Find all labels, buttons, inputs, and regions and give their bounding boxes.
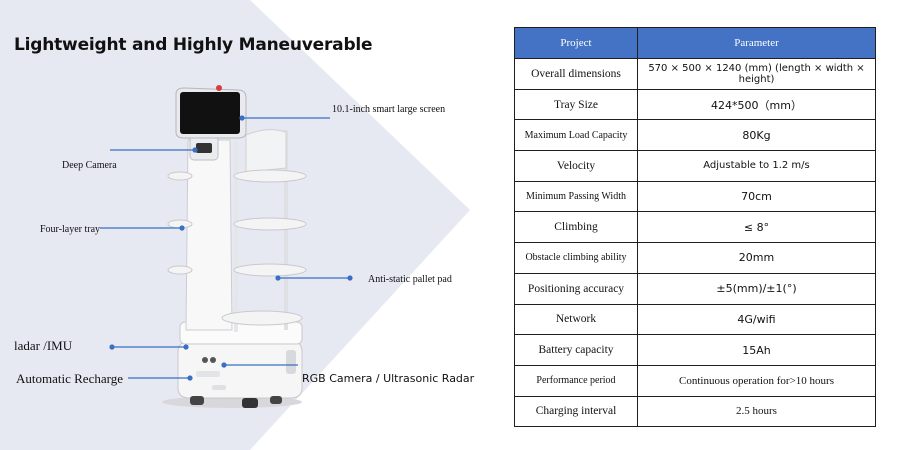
row-key: Network [514, 303, 638, 336]
row-key: Velocity [514, 150, 638, 182]
row-value: 80Kg [637, 119, 876, 152]
spec-table: Project Parameter Overall dimensions 570… [514, 27, 876, 428]
row-key: Tray Size [514, 88, 638, 121]
callout-pad: Anti-static pallet pad [368, 274, 452, 285]
row-value: ±5(mm)/±1(°) [637, 272, 876, 305]
row-value: Adjustable to 1.2 m/s [637, 150, 876, 182]
row-key: Battery capacity [514, 334, 638, 366]
row-value: 570 × 500 × 1240 (mm) (length × width × … [637, 58, 876, 90]
row-value: 20mm [637, 242, 876, 274]
callout-camera: Deep Camera [62, 160, 117, 171]
callout-rgb: RGB Camera / Ultrasonic Radar [302, 372, 475, 385]
table-row: Network 4G/wifi [514, 303, 876, 336]
row-value: Continuous operation for>10 hours [637, 364, 876, 397]
table-row: Velocity Adjustable to 1.2 m/s [514, 150, 876, 182]
page-title: Lightweight and Highly Maneuverable [14, 35, 373, 55]
table-row: Charging interval 2.5 hours [514, 395, 876, 428]
callout-screen: 10.1-inch smart large screen [332, 104, 446, 115]
row-key: Positioning accuracy [514, 272, 638, 305]
row-key: Obstacle climbing ability [514, 242, 638, 274]
table-row: Minimum Passing Width 70cm [514, 180, 876, 213]
table-row: Performance period Continuous operation … [514, 364, 876, 397]
table-row: Obstacle climbing ability 20mm [514, 242, 876, 274]
row-key: Climbing [514, 211, 638, 244]
callout-tray: Four-layer tray [40, 224, 101, 235]
row-key: Maximum Load Capacity [514, 119, 638, 152]
table-row: Maximum Load Capacity 80Kg [514, 119, 876, 152]
row-key: Performance period [514, 364, 638, 397]
callout-recharge: Automatic Recharge [16, 371, 123, 386]
table-row: Positioning accuracy ±5(mm)/±1(°) [514, 272, 876, 305]
table-row: Overall dimensions 570 × 500 × 1240 (mm)… [514, 58, 876, 90]
row-key: Charging interval [514, 395, 638, 428]
header-parameter: Parameter [637, 27, 876, 59]
callout-lidar: ladar /IMU [14, 338, 73, 353]
row-value: 424*500（mm） [637, 88, 876, 121]
row-key: Overall dimensions [514, 58, 638, 90]
row-key: Minimum Passing Width [514, 180, 638, 213]
row-value: 15Ah [637, 334, 876, 366]
table-row: Battery capacity 15Ah [514, 334, 876, 366]
row-value: 2.5 hours [637, 395, 876, 428]
header-project: Project [514, 27, 638, 59]
row-value: 4G/wifi [637, 303, 876, 336]
table-row: Tray Size 424*500（mm） [514, 88, 876, 121]
row-value: ≤ 8° [637, 211, 876, 244]
table-row: Climbing ≤ 8° [514, 211, 876, 244]
row-value: 70cm [637, 180, 876, 213]
delivery-robot-image [162, 85, 307, 408]
table-header-row: Project Parameter [514, 27, 876, 59]
